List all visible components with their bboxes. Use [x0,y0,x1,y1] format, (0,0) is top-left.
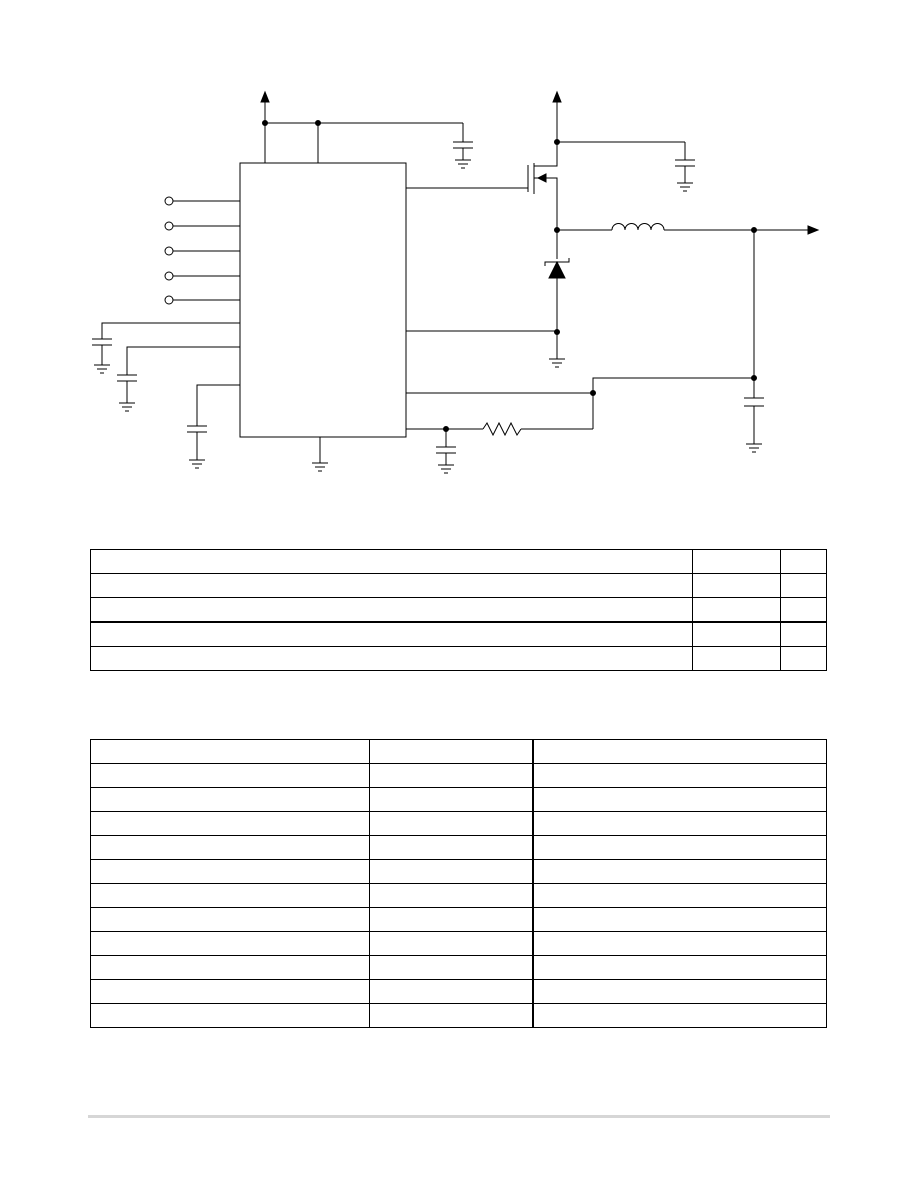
table-cell [692,549,781,574]
table-row [90,907,827,932]
table-cell [780,597,827,623]
table-row [90,1003,827,1028]
ic-ground-symbol [312,437,328,472]
table-cell [692,646,781,671]
schematic-diagram [92,90,820,474]
table-cell [90,621,693,647]
table-row [90,597,827,623]
table-cell [692,597,781,623]
table-cell [90,907,370,932]
table-cell [369,931,534,956]
table-cell [90,597,693,623]
ss-capacitor-1 [92,322,240,374]
table-cell [369,955,534,980]
table-cell [90,883,370,908]
table-row [90,859,827,884]
table-cell [532,979,827,1004]
footer-divider [88,1115,830,1118]
table-row [90,621,827,647]
table-row [90,739,827,764]
schottky-diode [544,230,570,333]
table-cell [90,646,693,671]
table-cell [90,739,370,764]
table-cell [369,739,534,764]
table-cell [369,811,534,836]
table-cell [90,955,370,980]
input-capacitor [453,123,473,169]
table-cell [692,573,781,598]
table-row [90,931,827,956]
table-cell [532,763,827,788]
table-cell [90,549,693,574]
diode-ground-symbol [549,333,565,368]
table-cell [532,835,827,860]
table-cell [532,1003,827,1028]
table-cell [532,907,827,932]
vout-output-arrow [807,225,820,235]
table-cell [90,1003,370,1028]
table-row [90,835,827,860]
pin-2 [164,221,240,231]
specification-table [90,549,827,671]
table-cell [90,979,370,1004]
table-cell [532,787,827,812]
table-cell [780,549,827,574]
table-cell [369,859,534,884]
pin-4 [164,271,240,281]
ss-capacitor-2 [117,346,240,412]
table-row [90,646,827,671]
p-channel-mosfet [527,142,558,230]
pin-1 [164,196,240,206]
table-cell [532,739,827,764]
pin-3 [164,246,240,256]
output-inductor [611,223,665,231]
table-cell [90,763,370,788]
table-cell [532,883,827,908]
pin-5 [164,295,240,305]
feedback-resistor [482,421,522,437]
ct-capacitor [187,384,240,469]
table-cell [369,787,534,812]
comp-capacitor [436,429,456,474]
table-cell [90,811,370,836]
table-row [90,979,827,1004]
table-cell [369,907,534,932]
table-cell [532,931,827,956]
vin-supply-arrow [260,90,270,163]
table-row [90,787,827,812]
table-row [90,763,827,788]
table-cell [532,811,827,836]
table-row [90,883,827,908]
vs-supply-arrow [552,90,562,142]
table-cell [369,883,534,908]
table-row [90,573,827,598]
table-cell [369,979,534,1004]
table-cell [780,646,827,671]
table-cell [90,573,693,598]
output-capacitor [744,230,764,453]
table-row [90,811,827,836]
table-cell [532,955,827,980]
table-cell [780,621,827,647]
table-cell [369,763,534,788]
table-cell [90,835,370,860]
table-cell [532,859,827,884]
table-cell [90,931,370,956]
mosfet-supply-capacitor [675,142,695,192]
table-cell [90,787,370,812]
table-cell [780,573,827,598]
table-cell [692,621,781,647]
table-row [90,549,827,574]
table-cell [369,835,534,860]
component-table [90,739,827,1028]
table-cell [369,1003,534,1028]
table-cell [90,859,370,884]
controller-ic [239,162,407,438]
table-row [90,955,827,980]
